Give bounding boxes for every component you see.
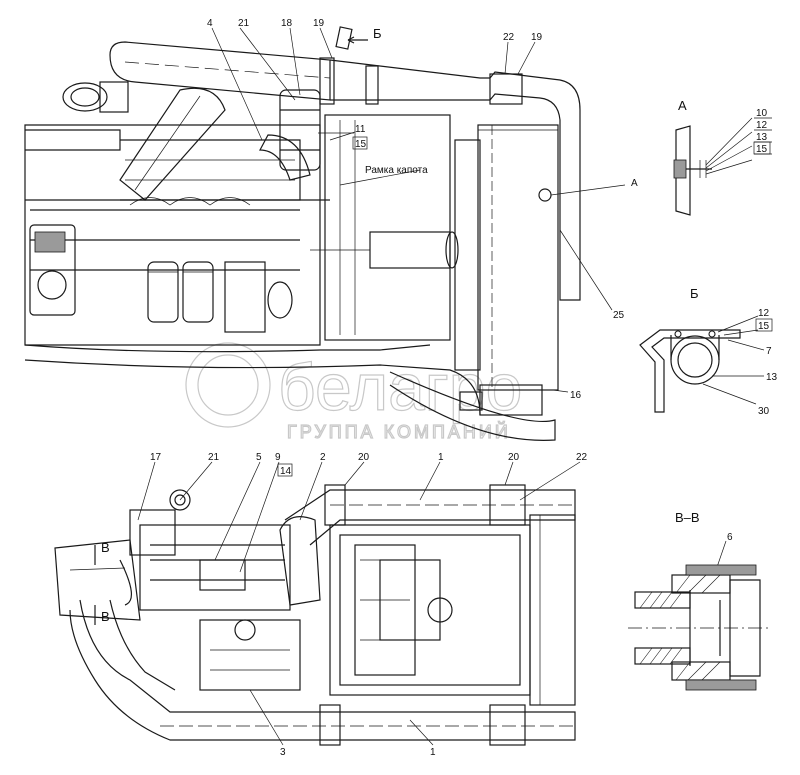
detail-b-callout-7: 7 — [766, 346, 772, 357]
hood-frame-label: Рамка капота — [365, 165, 428, 176]
callout-5: 5 — [256, 452, 262, 463]
callout-19: 19 — [313, 18, 325, 29]
callout-1: 1 — [438, 452, 444, 463]
callout-22: 22 — [503, 32, 515, 43]
callout-9: 9 — [275, 452, 281, 463]
callout-21b: 21 — [208, 452, 220, 463]
detail-b-callout-12: 12 — [758, 308, 770, 319]
callout-4: 4 — [207, 18, 213, 29]
detail-a-callout-10: 10 — [756, 108, 768, 119]
callout-19b: 19 — [531, 32, 543, 43]
watermark: белагро ГРУППА КОМПАНИЙ — [185, 342, 523, 443]
callout-15: 15 — [355, 139, 367, 150]
point-letter-a: А — [631, 178, 638, 189]
arrow-letter-b: Б — [373, 26, 382, 41]
callout-21: 21 — [238, 18, 250, 29]
bottom-view: В В 17 21 5 9 14 2 20 1 20 22 3 1 — [54, 452, 588, 758]
watermark-brand: белагро — [278, 350, 522, 424]
callout-14: 14 — [280, 466, 292, 477]
callout-16: 16 — [570, 390, 582, 401]
detail-b: Б 12 15 7 13 30 — [639, 286, 778, 417]
callout-18: 18 — [281, 18, 293, 29]
callout-17: 17 — [150, 452, 162, 463]
detail-a-callout-15: 15 — [756, 144, 768, 155]
section-marker-bottom: В — [101, 609, 110, 624]
callout-20: 20 — [358, 452, 370, 463]
callout-22b: 22 — [576, 452, 588, 463]
watermark-subtitle: ГРУППА КОМПАНИЙ — [287, 421, 511, 442]
detail-a-title: А — [678, 98, 687, 113]
detail-b-callout-13: 13 — [766, 372, 778, 383]
section-vv: В–В 6 — [628, 510, 770, 691]
section-vv-callout-6: 6 — [727, 532, 733, 543]
callout-2: 2 — [320, 452, 326, 463]
callout-20b: 20 — [508, 452, 520, 463]
detail-b-title: Б — [690, 286, 699, 301]
detail-b-callout-30: 30 — [758, 406, 770, 417]
detail-a: А 10 12 13 15 — [673, 98, 772, 216]
detail-a-callout-12: 12 — [756, 120, 768, 131]
callout-25: 25 — [613, 310, 625, 321]
callout-1b: 1 — [430, 747, 436, 758]
top-view: 4 21 18 19 22 19 11 15 25 16 Б А Рамка к… — [24, 18, 638, 441]
callout-3: 3 — [280, 747, 286, 758]
section-marker-top: В — [101, 540, 110, 555]
callout-11: 11 — [355, 124, 366, 135]
detail-b-callout-15: 15 — [758, 321, 770, 332]
detail-a-callout-13: 13 — [756, 132, 768, 143]
section-vv-title: В–В — [675, 510, 700, 525]
